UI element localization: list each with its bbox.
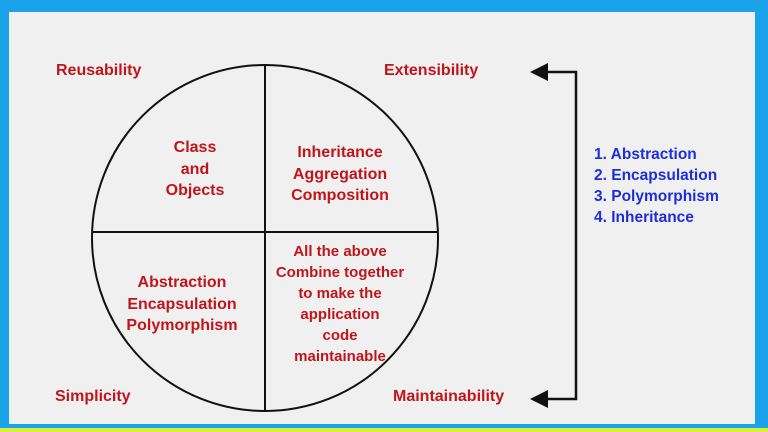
quadrant-line: Aggregation [292,165,388,183]
bracket-line [540,70,578,401]
quadrant-top-left: Class and Objects [140,137,250,202]
quadrant-line: Class [173,139,217,156]
oop-pillars-list: 1. Abstraction 2. Encapsulation 3. Polym… [594,144,719,228]
arrow-up-head-icon [530,63,548,81]
quadrant-line: code [322,327,358,344]
quadrant-line: maintainable [294,348,386,365]
quadrant-line: Combine together [275,264,405,281]
quadrant-line: application [300,306,380,323]
quadrant-line: Objects [165,182,225,200]
quadrant-line: and [180,160,210,178]
quadrant-line: Abstraction [137,274,227,291]
quadrant-line: Inheritance [297,144,383,161]
quadrant-line: Polymorphism [126,317,238,335]
quadrant-line: Encapsulation [127,295,237,313]
pillar-item: 2. Encapsulation [594,167,718,184]
quadrant-bottom-left: Abstraction Encapsulation Polymorphism [122,272,242,337]
quadrant-line: Composition [291,187,389,205]
pillar-item: 1. Abstraction [594,146,697,163]
label-maintainability: Maintainability [393,388,505,405]
quadrant-top-right: Inheritance Aggregation Composition [272,142,408,207]
arrow-down-head-icon [530,390,548,408]
quadrant-bottom-right: All the above Combine together to make t… [270,241,410,367]
quadrant-line: to make the [298,285,382,302]
pillar-item: 4. Inheritance [594,209,694,226]
bottom-accent-strip [0,428,768,432]
quadrant-line: All the above [293,243,387,260]
label-simplicity: Simplicity [55,388,131,405]
label-reusability: Reusability [56,62,142,79]
pillar-item: 3. Polymorphism [594,188,719,205]
content-panel [9,12,755,424]
label-extensibility: Extensibility [384,62,479,79]
